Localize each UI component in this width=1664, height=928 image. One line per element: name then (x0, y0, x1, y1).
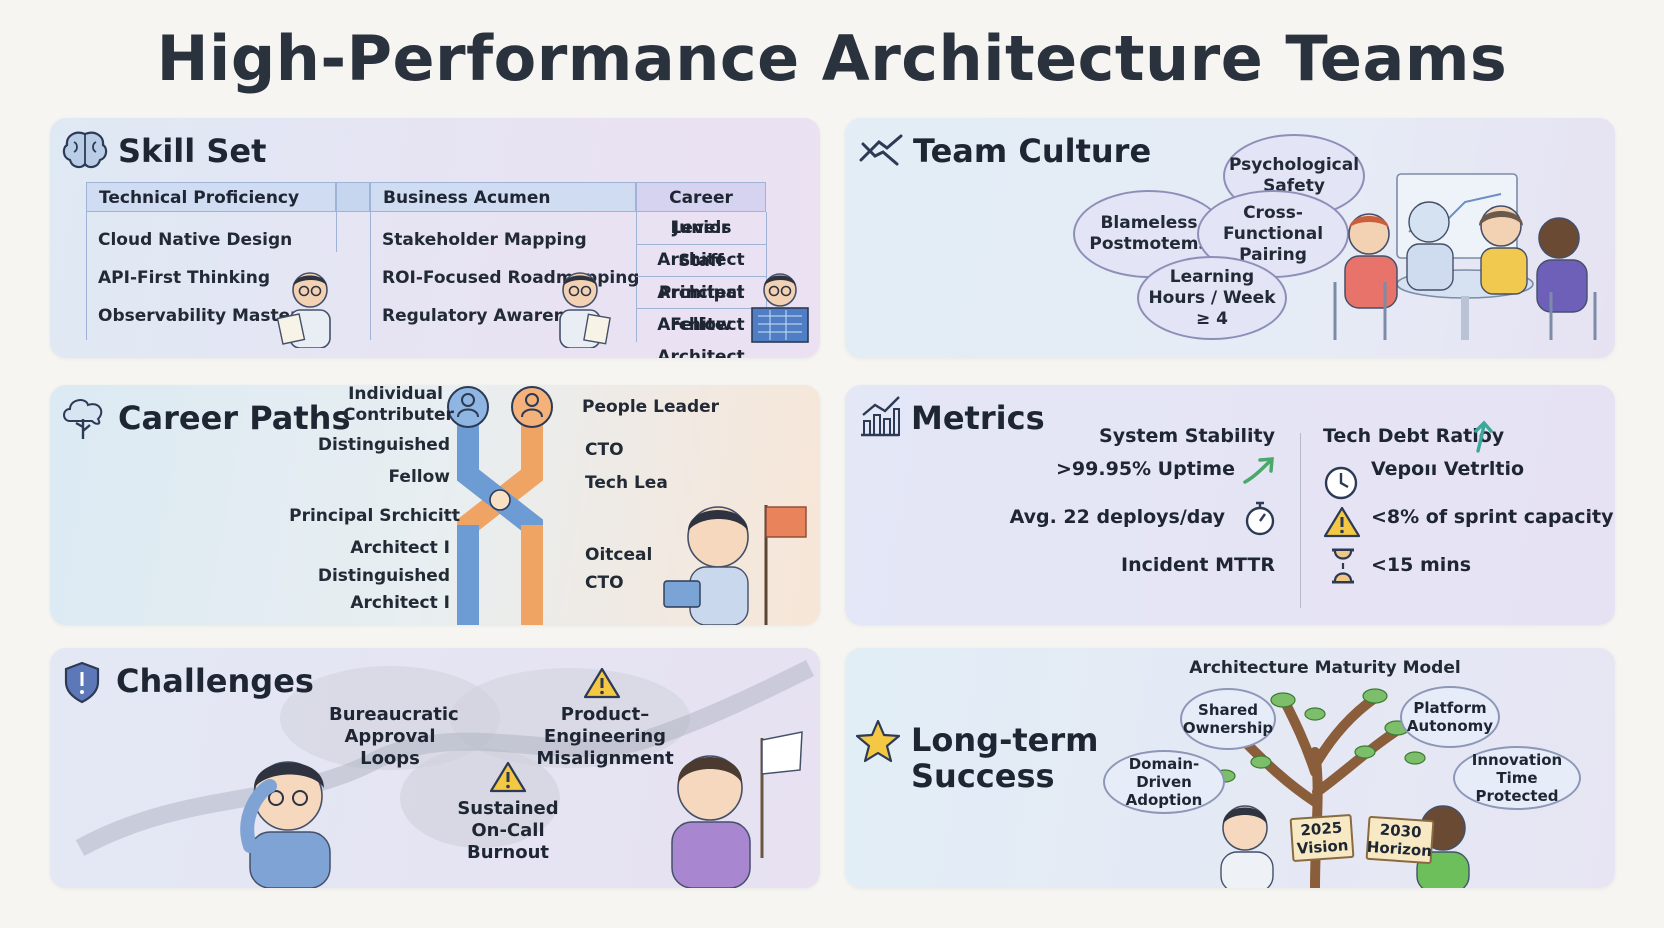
technical-header: Technical Proficiency (86, 182, 336, 212)
ic-level: Architect I (350, 593, 450, 613)
trend-up-icon (1243, 457, 1274, 484)
table-divider (636, 212, 637, 342)
leader-track-header: People Leader (582, 397, 720, 417)
business-item: Stakeholder Mapping (382, 230, 587, 250)
warning-icon (489, 761, 527, 793)
skill-table: Technical Proficiency Business Acumen Ca… (86, 182, 767, 358)
technical-item: Cloud Native Design (98, 230, 293, 250)
metric-label: Avg. 22 deploys/day (1009, 506, 1225, 528)
career-levels-list: Junior Architect Staff Architect Princip… (636, 212, 766, 358)
career-paths-panel: Career Paths Individual Contributer Peop… (50, 385, 820, 625)
metric-label: Vepoıı Vetrltio (1371, 458, 1525, 480)
metric-label: <8% of sprint capacity (1371, 506, 1614, 528)
cloud-tree-icon (63, 399, 103, 439)
hourglass-icon (1332, 548, 1354, 584)
contributor-icon (457, 393, 479, 418)
career-paths-title: Career Paths (118, 399, 351, 437)
challenge-item: Product–Engineering Misalignment (510, 704, 700, 770)
warning-icon (1323, 506, 1361, 538)
challenges-title: Challenges (116, 662, 314, 700)
leader-icon (521, 393, 543, 418)
maturity-bubble: Domain-Driven Adoption (1103, 750, 1225, 814)
leader-level: Tech Lea (585, 473, 668, 493)
long-term-title-line2: Success (911, 757, 1055, 795)
metrics-title: Metrics (911, 399, 1045, 437)
ic-level: Principal Srchicitt (289, 506, 460, 526)
ic-track-header: Individual Contributer (343, 385, 454, 425)
challenge-text: Bureaucratic Approval Loops (329, 704, 459, 769)
level-item: Fellow Architect (636, 308, 766, 358)
ic-level: Fellow (388, 467, 451, 487)
surrender-flag-illustration (671, 731, 803, 888)
challenge-text: Product–Engineering Misalignment (536, 704, 674, 769)
shield-icon (64, 661, 100, 704)
maturity-bubble: Shared Ownership (1180, 688, 1276, 750)
metric-label: Tech Debt Ratioy (1323, 425, 1505, 447)
challenges-panel: Challenges Bureaucratic Approval Loops P… (50, 648, 820, 888)
leader-level: Oitceal (585, 545, 653, 565)
business-header: Business Acumen (370, 182, 636, 212)
header-spacer (336, 182, 370, 212)
technical-item: Observability Mastery (98, 306, 310, 326)
maturity-bubble: Innovation Time Protected (1453, 746, 1581, 810)
page-title: High-Performance Architecture Teams (156, 22, 1508, 95)
storm-clouds-background (75, 659, 815, 856)
level-item: Staff Architect (636, 244, 766, 303)
maturity-model-title: Architecture Maturity Model (1189, 658, 1461, 678)
career-track-diagram (447, 386, 553, 625)
leader-flag-illustration (663, 505, 807, 625)
technical-item: API-First Thinking (98, 268, 271, 288)
arrow-up-icon (1474, 420, 1493, 453)
table-divider (336, 212, 337, 252)
metric-label: <15 mins (1371, 554, 1472, 576)
skill-set-title: Skill Set (118, 132, 267, 170)
table-divider (86, 212, 87, 340)
architect-blueprint-illustration (751, 273, 809, 343)
culture-bubble: Learning Hours / Week ≥ 4 (1137, 256, 1287, 340)
metric-label: Incident MTTR (1121, 554, 1275, 576)
chart-icon (861, 396, 900, 437)
metrics-divider (1300, 433, 1301, 608)
architect-illustration (276, 272, 331, 348)
team-culture-title: Team Culture (913, 132, 1152, 170)
vision-sign: 2025 Vision (1289, 813, 1355, 863)
metrics-panel: Metrics System Stability >99.95% Uptime … (845, 385, 1615, 625)
challenge-item: Bureaucratic Approval Loops (315, 704, 465, 770)
challenge-text: Sustained On-Call Burnout (457, 798, 559, 863)
challenge-item: Sustained On-Call Burnout (420, 798, 596, 864)
architect-illustration (559, 272, 611, 348)
clock-icon (1324, 466, 1358, 500)
leader-level: CTO (585, 440, 624, 460)
star-icon (855, 719, 901, 763)
ic-level: Distinguished (317, 566, 450, 586)
horizon-sign: 2030 Horizon (1365, 815, 1435, 865)
level-item: Junior Architect (657, 218, 745, 270)
metric-label: >99.95% Uptime (1056, 458, 1235, 480)
metric-label: System Stability (1099, 425, 1275, 447)
skill-set-panel: Skill Set Technical Proficiency Business… (50, 118, 820, 358)
brain-icon (62, 131, 108, 169)
maturity-bubble: Platform Autonomy (1400, 686, 1500, 748)
level-item: Principal Architect (636, 276, 766, 335)
long-term-title-line1: Long-term (911, 721, 1099, 759)
leader-level: CTO (585, 573, 624, 593)
warning-icon (583, 667, 621, 699)
growth-tree-illustration (1214, 688, 1426, 888)
business-item: Regulatory Awareness (382, 306, 598, 326)
handshake-icon (859, 134, 903, 166)
long-term-panel: Long-term Success Architecture Maturity … (845, 648, 1615, 888)
person-illustration (1220, 805, 1274, 888)
table-divider (370, 212, 371, 340)
stressed-architect-illustration (240, 761, 331, 888)
long-term-title: Long-term Success (911, 722, 1098, 794)
team-culture-panel: Team Culture Psychological Safety Blamel… (845, 118, 1615, 358)
stopwatch-icon (1245, 501, 1275, 536)
ic-level: Distinguished (317, 435, 450, 455)
ic-level: Architect I (350, 538, 450, 558)
team-meeting-illustration (1333, 173, 1597, 340)
table-divider (766, 212, 767, 342)
levels-header: Career Levels (636, 182, 766, 238)
